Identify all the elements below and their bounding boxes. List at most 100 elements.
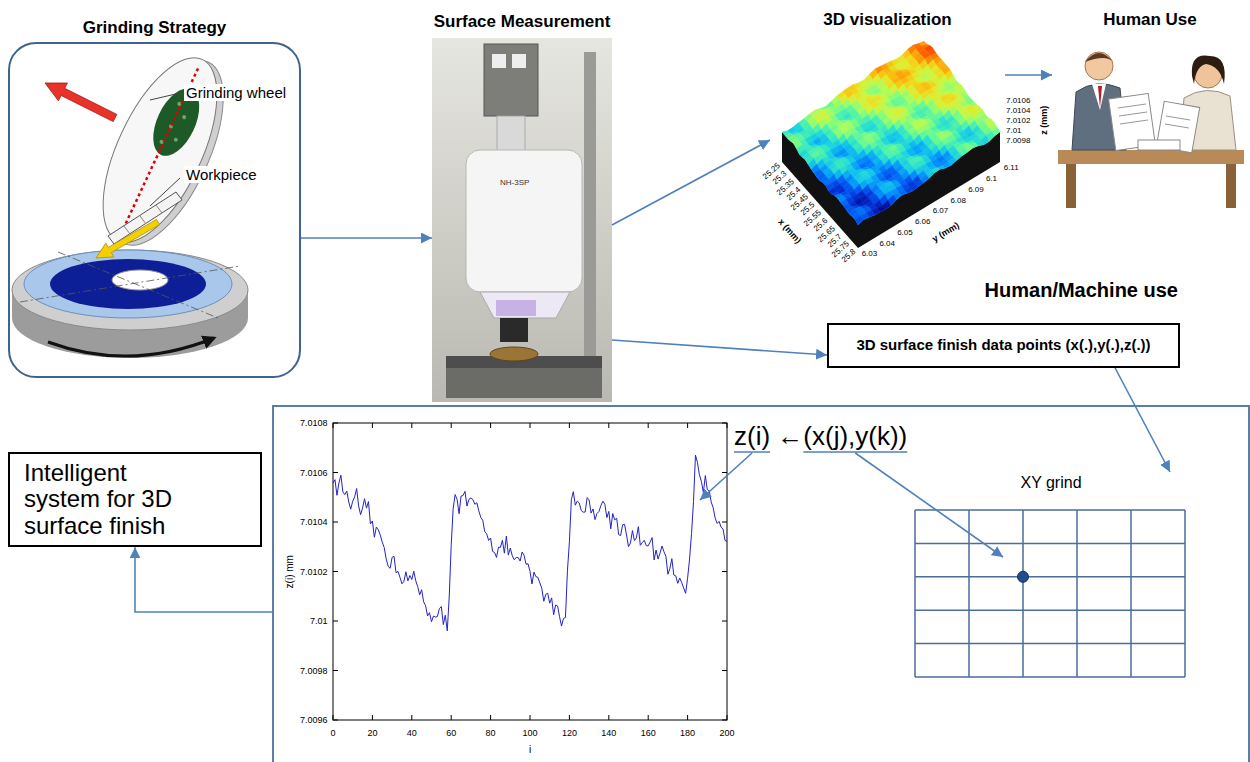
xy-grid: XY grind xyxy=(915,472,1187,678)
tick-mark xyxy=(648,715,649,720)
line-chart xyxy=(333,423,727,720)
tick-mark xyxy=(333,670,338,671)
analysis-frame: XY grindz(i) ←(x(j),y(k)) xyxy=(272,405,1250,762)
microscope-photo xyxy=(484,44,538,116)
tick-mark xyxy=(569,423,570,428)
grinding-illustration xyxy=(48,338,214,356)
tick-mark xyxy=(722,423,727,424)
axis-tick: 6.1 xyxy=(986,174,997,183)
plot-frame xyxy=(333,423,727,720)
grinding-illustration xyxy=(50,259,206,309)
tick-mark xyxy=(411,715,412,720)
axis-tick: 7.0098 xyxy=(300,666,328,676)
axis-tick: 160 xyxy=(641,728,656,738)
axis-title: y (mm) xyxy=(930,220,961,244)
xy-grid-lines xyxy=(914,510,916,677)
axis-tick: 0 xyxy=(331,728,336,738)
tick-mark xyxy=(722,670,727,671)
surface-cell xyxy=(855,216,863,225)
xy-grid-lines xyxy=(1022,510,1024,677)
microscope-photo xyxy=(480,292,570,318)
tick-mark xyxy=(687,423,688,428)
xy-grid-lines xyxy=(915,576,1185,578)
grinding-illustration xyxy=(12,250,248,330)
tick-mark xyxy=(411,423,412,428)
tick-mark xyxy=(687,715,688,720)
data-points-box: Human/Machine use3D surface finish data … xyxy=(827,323,1180,368)
tick-mark xyxy=(372,715,373,720)
surface-visualization-plot: 3D visualization xyxy=(770,36,1005,286)
grinding-illustration xyxy=(45,83,117,122)
grinding-illustration xyxy=(80,42,247,262)
axis-tick: 20 xyxy=(367,728,377,738)
axis-title: z (mm) xyxy=(1039,106,1049,135)
microscope-photo xyxy=(492,54,506,68)
grinding-illustration xyxy=(96,219,160,258)
people-clipart xyxy=(1085,53,1113,62)
microscope-photo xyxy=(466,150,582,292)
formula-underline xyxy=(734,451,770,453)
axis-tick: 7.0104 xyxy=(300,517,328,527)
grinding-illustration xyxy=(173,137,178,142)
tick-mark xyxy=(648,423,649,428)
axis-tick: 7.0096 xyxy=(300,715,328,725)
axis-tick: 7.01 xyxy=(310,616,328,626)
people-clipart xyxy=(1226,164,1236,208)
people-clipart xyxy=(1120,120,1148,124)
grinding-illustration xyxy=(124,226,130,234)
formula-underline xyxy=(803,451,907,453)
xy-grid-lines xyxy=(915,676,1185,678)
microscope-photo xyxy=(512,54,526,68)
xy-grid-lines xyxy=(915,609,1185,611)
people-clipart xyxy=(1192,55,1225,84)
tick-mark xyxy=(333,571,338,572)
axis-tick: 180 xyxy=(680,728,695,738)
surface-wall xyxy=(858,132,1000,248)
tick-mark xyxy=(530,715,531,720)
tick-mark xyxy=(333,720,338,721)
grinding-illustration xyxy=(20,266,240,302)
tick-mark xyxy=(333,522,338,523)
tick-mark xyxy=(333,423,334,428)
tick-mark xyxy=(451,715,452,720)
axis-tick: 6.03 xyxy=(862,249,878,258)
grid-heading: XY grind xyxy=(915,472,1187,492)
axis-tick: 120 xyxy=(562,728,577,738)
people-clipart xyxy=(1058,52,1244,208)
microscope-photo xyxy=(497,116,525,152)
axis-tick: 200 xyxy=(720,728,735,738)
xy-grid-lines xyxy=(1130,510,1132,677)
axis-tick: 6.07 xyxy=(933,206,949,215)
intelligent-system-box: Intelligent system for 3D surface finish xyxy=(8,452,262,547)
tick-mark xyxy=(333,423,338,424)
people-clipart xyxy=(1098,86,1102,108)
people-clipart xyxy=(1085,52,1113,80)
xy-grid-lines xyxy=(915,509,1185,511)
grinding-illustration xyxy=(108,192,182,244)
xy-grid-lines xyxy=(915,510,1185,677)
box-text: Intelligent system for 3D surface finish xyxy=(10,454,210,545)
data-line xyxy=(333,455,727,631)
microscope-photo xyxy=(500,318,528,342)
people-clipart xyxy=(1066,164,1076,208)
device-marking: NH-3SP xyxy=(500,178,529,187)
grinding-illustration xyxy=(140,216,146,224)
people-clipart xyxy=(1165,124,1189,128)
connector-arrow xyxy=(612,340,827,355)
grinding-illustration xyxy=(24,250,232,318)
axis-title: x (mm) xyxy=(776,217,803,246)
connector-arrow xyxy=(301,237,432,239)
axis-tick: 7.0104 xyxy=(1006,106,1030,115)
tick-mark xyxy=(722,472,727,473)
grinding-illustration xyxy=(156,205,162,213)
grinding-illustration xyxy=(112,270,168,290)
axis-tick: 60 xyxy=(446,728,456,738)
microscope-photo xyxy=(446,368,602,398)
axis-tick: 6.09 xyxy=(968,185,984,194)
leader-arrow xyxy=(700,453,752,500)
axis-title: i xyxy=(529,744,531,756)
axis-tick: 6.05 xyxy=(897,228,913,237)
xy-grid-lines xyxy=(1184,510,1186,677)
grinding-illustration xyxy=(150,93,180,100)
human-use-clipart: Human Use xyxy=(1052,36,1248,210)
